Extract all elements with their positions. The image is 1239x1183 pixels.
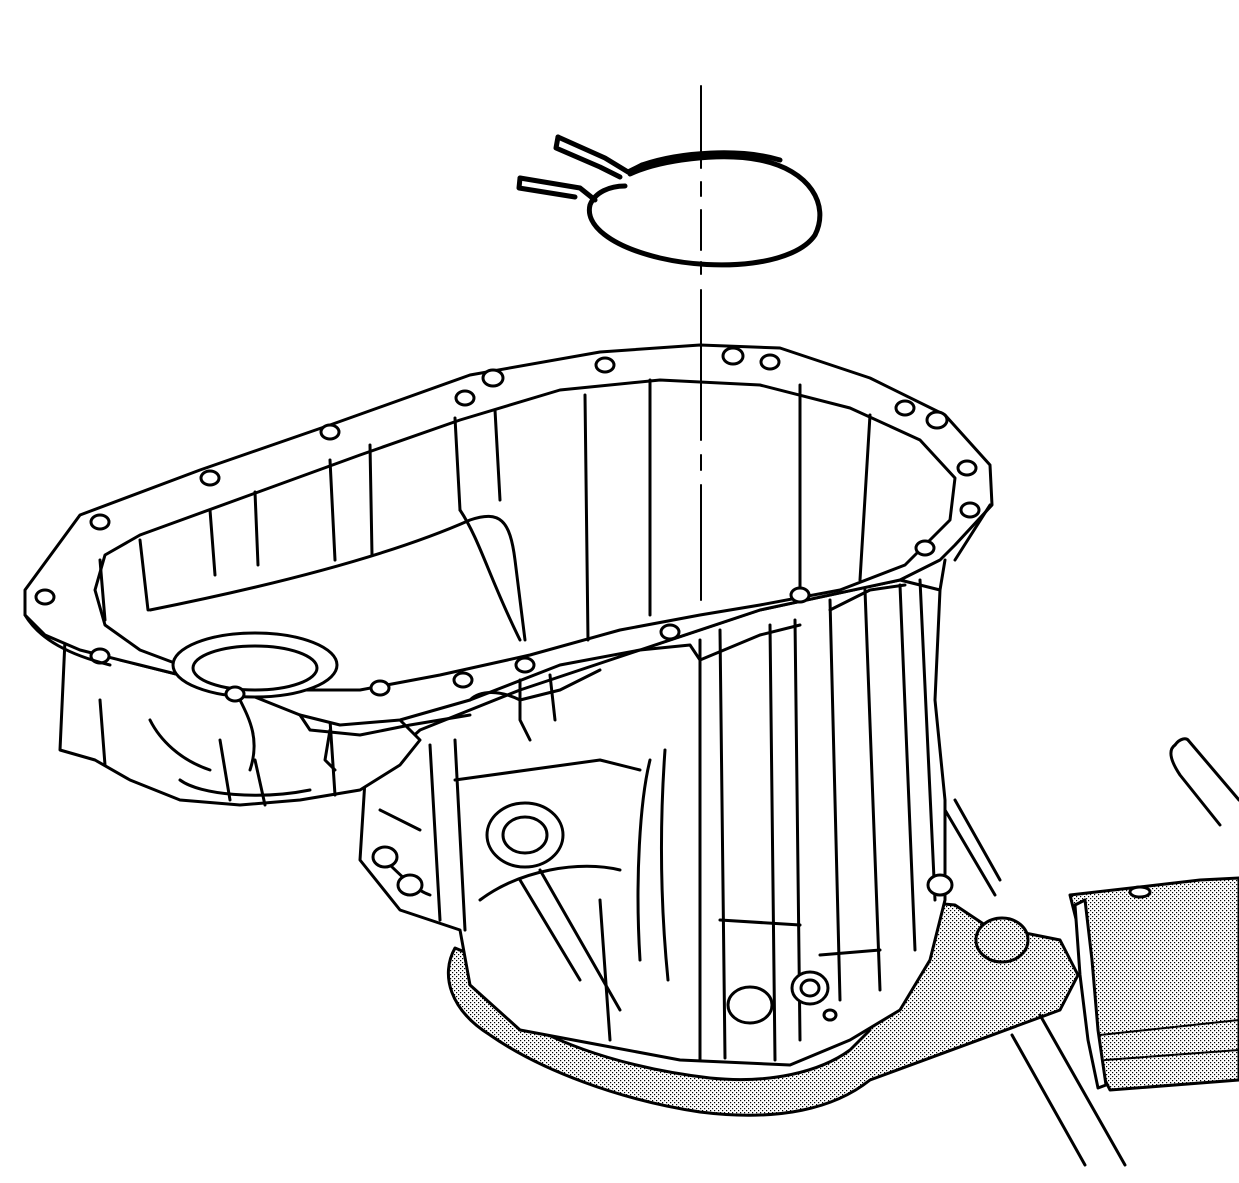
case-bore [171, 631, 339, 699]
support-lines [943, 798, 1127, 1167]
fixture-pin [974, 916, 1030, 964]
transmission-case [23, 343, 994, 1067]
snap-ring-lug-lower [517, 175, 598, 203]
snap-ring-outer [586, 154, 823, 268]
snap-ring-inner [639, 150, 783, 168]
bench-mount [1068, 737, 1239, 1092]
drain-plug [726, 985, 774, 1025]
bench-mount-face [1073, 898, 1108, 1090]
snap-ring-lug-upper [555, 134, 645, 175]
snap-ring [516, 134, 823, 268]
flange-bolt-holes [34, 346, 981, 703]
